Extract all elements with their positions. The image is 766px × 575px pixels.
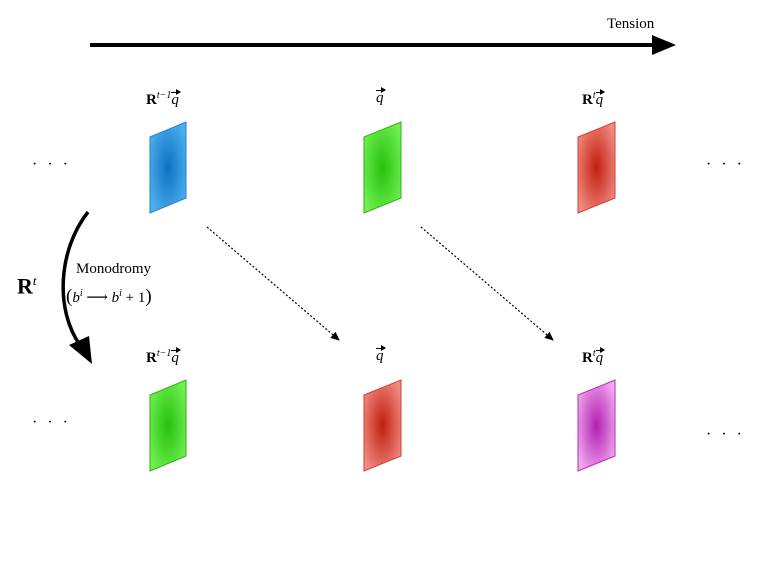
bottom-plane-red [363,379,402,472]
operator-superscript: t [32,273,37,288]
top-plane-blue [149,121,187,214]
formula-close-paren: ) [145,286,152,307]
bottom-label-1: Rt−1q [146,347,181,367]
top-label-1: Rt−1q [146,89,181,109]
top-label-3-vec: q [595,89,605,108]
bottom-label-2: q [376,345,385,365]
top-label-2-vec: q [376,87,385,106]
monodromy-curve-arrow [61,210,90,347]
top-label-2: q [376,87,385,107]
monodromy-label: Monodromy [76,261,151,277]
ellipsis-top-right: · · · [706,156,745,173]
ellipsis-bottom-left: · · · [32,414,71,431]
top-label-1-r: R [146,92,157,108]
bottom-label-3-r: R [582,350,593,366]
formula-open-paren: ( [66,286,73,307]
formula-b: b [72,290,80,306]
top-plane-red [577,121,616,214]
bottom-label-3-sup: t [592,348,596,359]
top-plane-green [363,121,402,214]
top-label-3-sup: t [592,90,596,101]
formula-tail: + 1 [121,290,146,306]
bottom-plane-green [149,379,187,472]
bottom-label-3: Rtq [582,347,605,367]
formula-sup: i [79,288,83,299]
ellipsis-top-left: · · · [32,156,71,173]
formula-b2: b [111,290,120,306]
top-label-1-sup: t−1 [156,90,172,101]
formula-sup2: i [119,288,122,299]
bottom-plane-magenta [577,379,616,472]
formula-arrow: ⟶ [86,290,108,306]
bottom-label-2-vec: q [376,345,385,364]
tension-axis-arrowhead [652,35,676,55]
bottom-label-1-r: R [146,350,157,366]
dotted-arrow-2 [420,226,554,341]
operator-symbol: R [17,273,33,299]
bottom-label-1-sup: t−1 [156,348,172,359]
top-label-3: Rtq [582,89,605,109]
dotted-arrow-1 [206,226,340,341]
tension-label: Tension [607,16,655,32]
operator-label: Rt [17,273,37,299]
monodromy-formula: (bi ⟶ bi + 1) [66,286,152,308]
top-label-1-vec: q [171,89,181,108]
monodromy-arrowhead [69,336,92,364]
bottom-label-3-vec: q [595,347,605,366]
bottom-label-1-vec: q [171,347,181,366]
top-label-3-r: R [582,92,593,108]
ellipsis-bottom-right: · · · [706,426,745,443]
